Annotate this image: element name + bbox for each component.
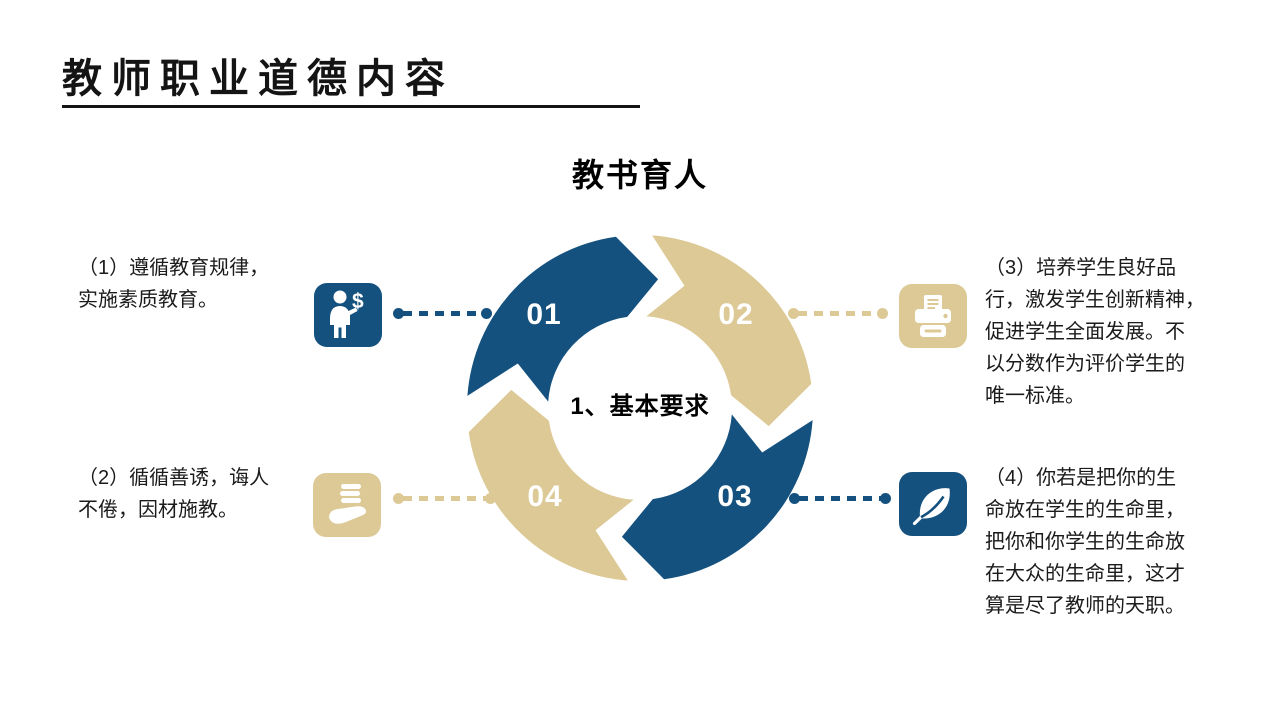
printer-icon	[899, 284, 967, 348]
diagram-center-label: 1、基本要求	[570, 393, 710, 420]
cycle-segment-02	[646, 235, 812, 427]
businessman-dollar-icon: $	[314, 283, 382, 347]
connector-dot	[880, 493, 891, 504]
connector-item1	[393, 308, 492, 319]
cycle-segment-03	[621, 414, 813, 580]
item-text-4: （4）你若是把你的生 命放在学生的生命里， 把你和你学生的生命放 在大众的生命里…	[985, 467, 1185, 617]
connector-dashed-line	[403, 311, 482, 316]
connector-dot	[485, 493, 496, 504]
cycle-segment-01	[467, 236, 659, 402]
page-title: 教师职业道德内容	[62, 55, 454, 102]
connector-dot	[393, 308, 404, 319]
segment-number-02: 02	[718, 298, 753, 331]
cycle-diagram: 01 02 03 04 1、基本要求	[460, 228, 820, 588]
title-underline	[62, 105, 640, 108]
cycle-diagram-svg: 01 02 03 04	[467, 235, 813, 581]
businessman-dollar-glyph: $	[330, 290, 364, 338]
item-text-1: （1）遵循教育规律， 实施素质教育。	[78, 257, 270, 311]
svg-text:$: $	[352, 290, 364, 313]
segment-number-01: 01	[526, 298, 561, 331]
connector-dashed-line	[403, 496, 486, 501]
connector-dot	[788, 308, 799, 319]
segment-number-03: 03	[717, 480, 752, 513]
section-heading: 教书育人	[571, 157, 708, 193]
segment-number-04: 04	[527, 480, 562, 513]
connector-dot	[393, 493, 404, 504]
item-text-2: （2）循循善诱，诲人 不倦，因材施教。	[78, 467, 270, 521]
connector-item3	[788, 308, 888, 319]
connector-dot	[481, 308, 492, 319]
connector-dot	[877, 308, 888, 319]
connector-item4	[789, 493, 891, 504]
connector-dashed-line	[798, 311, 878, 316]
hand-stack-icon	[313, 473, 381, 537]
connector-item2	[393, 493, 496, 504]
connector-dashed-line	[799, 496, 881, 501]
item-text-3: （3）培养学生良好品 行，激发学生创新精神， 促进学生全面发展。不 以分数作为评…	[985, 257, 1205, 407]
cycle-segment-04	[468, 389, 634, 581]
hand-stack-glyph	[329, 484, 367, 524]
connector-dot	[789, 493, 800, 504]
leaf-icon	[899, 472, 967, 536]
printer-glyph	[915, 295, 951, 337]
leaf-glyph	[912, 488, 950, 526]
